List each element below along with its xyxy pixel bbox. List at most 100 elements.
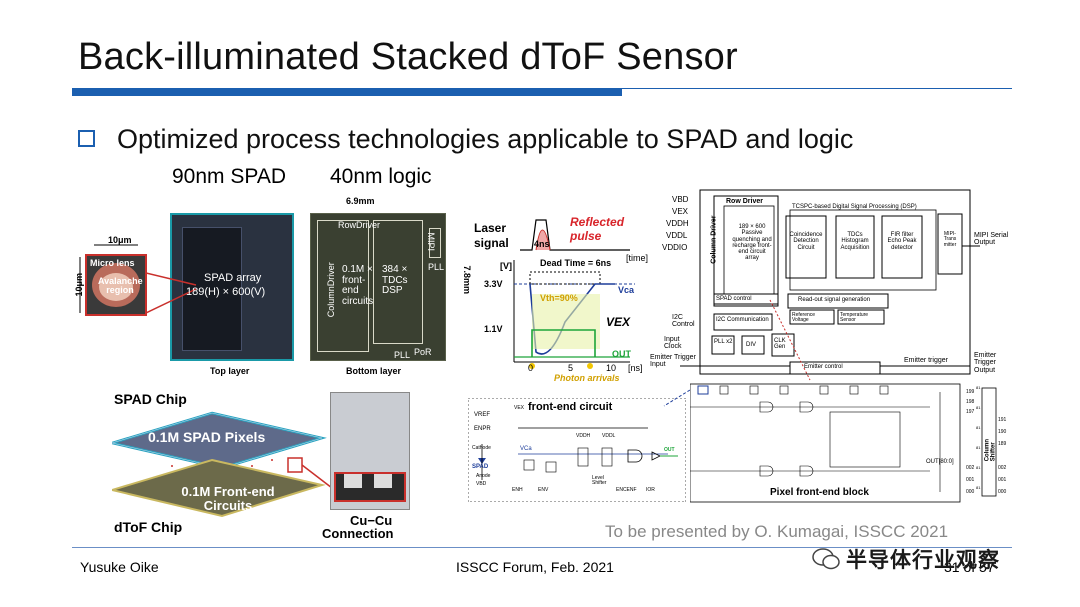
avalanche-label: Avalanche region (98, 276, 143, 296)
emitter-trigger-in-label: Emitter Trigger Input (650, 354, 696, 369)
vex-label-block: VEX (672, 207, 689, 216)
v33-label: 3.3V (484, 279, 503, 289)
vref-label: VREF (474, 412, 491, 418)
left-row-5: 000 (966, 489, 975, 495)
pll-label-1: PLL (428, 262, 445, 272)
right-row-2: 189 (998, 441, 1007, 447)
i2c-comm-label: I2C Communication (716, 317, 769, 323)
spad-chip-label: SPAD Chip (114, 391, 187, 407)
footer-event: ISSCC Forum, Feb. 2021 (456, 559, 614, 575)
temp-sensor-label: Temperature Sensor (840, 312, 869, 324)
bullet-square-icon (78, 130, 95, 147)
spad-array-label: SPAD array (204, 272, 262, 284)
right-row-1: 190 (998, 429, 1007, 435)
watermark: 半导体行业观察 (812, 544, 1000, 574)
level-shifter-label: Level Shifter (592, 475, 607, 487)
i2c-label: I2C Control (672, 314, 695, 329)
tdc-label: 384 × TDCs DSP (382, 264, 408, 296)
mipi-label: MIPI (425, 232, 436, 251)
frontend-label: 0.1M × front-end circuits (342, 264, 374, 307)
pixel-block-title: Pixel front-end block (770, 487, 869, 498)
pll-label-2: PLL (394, 350, 411, 360)
spad-array-pointer (146, 272, 197, 314)
column-driver-label-block: Column Driver (710, 215, 718, 264)
cucu-cross-section (330, 392, 410, 510)
title-rule-thin (622, 88, 1012, 89)
scale-label-h: 10μm (108, 235, 132, 245)
frontend-circuit-panel: front-end circuit VREF ENPR Cathode SPAD… (467, 397, 687, 503)
title-rule (72, 88, 622, 96)
frontend-circuits-label: 0.1M Front-end Circuits (181, 484, 275, 513)
width-4ns-label: 4ns (534, 239, 550, 249)
top-layer-die (170, 213, 294, 361)
side-label-5: 81 (976, 485, 981, 490)
sub-label-spad: 90nm SPAD (172, 165, 286, 188)
vca-label: Vca (618, 285, 635, 295)
mipi-tx-label: MIPI-Trans mitter (943, 231, 957, 248)
vex-fe-label: VEX (514, 405, 525, 411)
watermark-text: 半导体行业观察 (846, 549, 1000, 572)
pixel-out-label: OUT[80:0] (926, 459, 954, 465)
encenf-label: ENCENF (616, 487, 637, 493)
fir-label: FIR filter Echo Peak detector (887, 232, 917, 251)
enh-label: ENH (512, 487, 523, 493)
dead-time-label: Dead Time = 6ns (540, 258, 612, 268)
reflected-label-1: Reflected (570, 215, 625, 229)
side-label-1: 81 (976, 405, 981, 410)
side-label-3: 81 (976, 445, 981, 450)
vddh-label: VDDH (666, 219, 689, 228)
env-label: ENV (538, 487, 549, 493)
die-photo-panel: 10μm 10μm Micro lens Avalanche region SP… (74, 195, 472, 380)
right-row-0: 191 (998, 417, 1007, 423)
cucu-label-1: Cu−Cu (350, 513, 393, 528)
div-label: DIV (746, 342, 757, 348)
scale-label-v: 10μm (74, 272, 85, 297)
dsp-title: TCSPC-based Digital Signal Processing (D… (792, 204, 917, 210)
v-unit-label: [V] (500, 261, 512, 271)
spad-control-label: SPAD control (716, 296, 752, 302)
footer-rule (72, 547, 1012, 548)
timing-graphic (513, 219, 635, 369)
right-row-3: 002 (998, 465, 1007, 471)
bottom-layer-label: Bottom layer (346, 366, 402, 376)
block-graphic (680, 189, 980, 375)
vex-label: VEX (606, 315, 631, 329)
width-dim: 6.9mm (346, 196, 375, 206)
vca-fe-label: VCa (520, 446, 532, 452)
out-fe-label: OUT (664, 447, 675, 453)
row-driver-label: RowDriver (338, 220, 381, 230)
ref-voltage-label: Reference Voltage (792, 312, 816, 324)
left-row-3: 002 (966, 465, 975, 471)
emitter-trigger-out-label: Emitter Trigger Output (974, 352, 997, 374)
stack-illustration: SPAD Chip 0.1M SPAD Pixels 0.1M Front-en… (107, 388, 422, 540)
bullet-text: Optimized process technologies applicabl… (117, 124, 854, 154)
column-driver-label: ColumnDriver (325, 262, 336, 318)
left-row-0: 199 (966, 389, 975, 395)
v11-label: 1.1V (484, 324, 503, 334)
footer-page-number: 31 of 57 (944, 559, 995, 575)
t0-label: 0 (528, 363, 534, 373)
laser-label: Laser (474, 221, 507, 235)
side-label-4: 81 (976, 465, 981, 470)
cucu-label-2: Connection (322, 526, 394, 541)
column-shifter-label: Column Shifter (984, 438, 997, 462)
timing-diagram: Laser signal Reflected pulse 4ns [time] … (470, 212, 660, 387)
right-row-5: 000 (998, 489, 1007, 495)
vddio-label: VDDIO (662, 243, 688, 252)
reflected-label-2: pulse (570, 229, 602, 243)
frontend-circuit-title: front-end circuit (528, 401, 613, 413)
micro-lens-label: Micro lens (90, 258, 135, 268)
left-row-2: 197 (966, 409, 975, 415)
footer-author: Yusuke Oike (80, 559, 159, 575)
row-driver-label-block: Row Driver (726, 198, 763, 205)
anode-label: Anode (476, 473, 491, 479)
spad-label: SPAD (472, 464, 489, 470)
signal-label: signal (474, 236, 509, 250)
enpr-label: ENPR (474, 426, 491, 432)
coincidence-label: Coincidence Detection Circuit (789, 232, 823, 251)
ns-label: [ns] (628, 363, 643, 373)
side-label-2: 81 (976, 425, 981, 430)
ior-label: IOR (646, 487, 655, 493)
time-unit-label: [time] (626, 253, 649, 263)
clk-gen-label: CLK Gen (774, 338, 786, 351)
